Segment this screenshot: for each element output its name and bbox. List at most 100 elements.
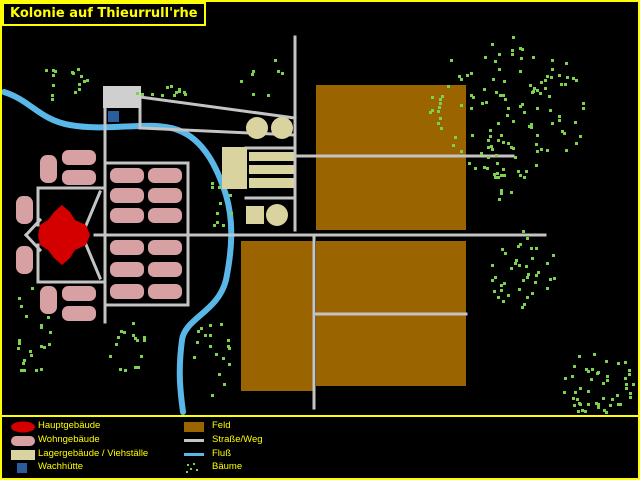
tree — [140, 355, 143, 358]
tree — [624, 377, 627, 380]
tree — [510, 146, 513, 149]
tree — [606, 375, 609, 378]
tree — [517, 170, 520, 173]
tree — [531, 257, 534, 260]
tree — [500, 134, 503, 137]
tree — [628, 369, 631, 372]
tree — [579, 403, 582, 406]
trees — [17, 36, 635, 414]
storage-barn — [249, 178, 294, 188]
silo — [266, 204, 288, 226]
tree — [183, 91, 186, 94]
tree — [494, 276, 497, 279]
tree — [552, 254, 555, 257]
tree — [548, 95, 551, 98]
tree — [511, 53, 514, 56]
tree — [437, 110, 440, 113]
tree — [52, 69, 55, 72]
tree — [558, 119, 561, 122]
residential-building — [62, 150, 96, 165]
tree — [522, 230, 525, 233]
tree — [587, 370, 590, 373]
legend-label: Wohngebäude — [38, 434, 100, 445]
tree — [495, 154, 498, 157]
tree — [597, 371, 600, 374]
tree — [582, 107, 585, 110]
tree — [605, 360, 608, 363]
tree — [575, 142, 578, 145]
tree — [616, 394, 619, 397]
tree — [52, 74, 55, 77]
tree — [134, 366, 137, 369]
tree — [582, 102, 585, 105]
residential-building — [16, 196, 33, 224]
tree — [502, 300, 505, 303]
tree — [529, 84, 532, 87]
road-diag-left-bottom — [23, 232, 43, 253]
tree — [518, 288, 521, 291]
tree — [551, 59, 554, 62]
tree — [560, 83, 563, 86]
tree — [619, 403, 622, 406]
tree — [497, 296, 500, 299]
tree — [230, 212, 233, 215]
tree — [564, 377, 567, 380]
tree — [498, 198, 501, 201]
tree — [528, 125, 531, 128]
tree — [485, 101, 488, 104]
tree — [483, 166, 486, 169]
tree — [537, 271, 540, 274]
blue-line-icon — [184, 453, 204, 456]
guard-hut — [108, 111, 119, 122]
tree — [510, 267, 513, 270]
tree — [123, 331, 126, 334]
tree — [489, 135, 492, 138]
tree — [494, 176, 497, 179]
legend-label: Lagergebäude / Viehställe — [38, 448, 149, 459]
tree — [521, 103, 524, 106]
tree — [45, 69, 48, 72]
grey-line-icon — [184, 439, 204, 442]
tree — [175, 91, 178, 94]
tree — [468, 162, 471, 165]
tree — [519, 243, 522, 246]
tree — [220, 323, 223, 326]
tree — [47, 316, 50, 319]
tree — [30, 354, 33, 357]
tree — [534, 281, 537, 284]
tree — [252, 70, 255, 73]
tree — [213, 224, 216, 227]
tree — [109, 355, 112, 358]
tree — [500, 284, 503, 287]
tree — [551, 122, 554, 125]
storage-barn — [249, 165, 294, 174]
residential-buildings — [16, 150, 182, 321]
tree — [507, 107, 510, 110]
residential-building — [148, 188, 182, 203]
residential-building — [62, 286, 96, 301]
tree — [441, 95, 444, 98]
tree — [502, 141, 505, 144]
legend-divider — [2, 415, 638, 417]
tree — [460, 104, 463, 107]
tree — [429, 111, 432, 114]
tree — [510, 191, 513, 194]
tree — [526, 296, 529, 299]
tree — [134, 337, 137, 340]
tree — [439, 102, 442, 105]
storage-barn-large — [222, 147, 247, 189]
tree — [565, 149, 568, 152]
tree — [117, 336, 120, 339]
tree — [18, 297, 21, 300]
residential-building — [148, 208, 182, 223]
tree — [193, 356, 196, 359]
tree — [573, 365, 576, 368]
tree — [141, 93, 144, 96]
tree — [579, 135, 582, 138]
guard-hut-compound — [103, 86, 141, 108]
tree — [487, 156, 490, 159]
tree — [83, 80, 86, 83]
red-ellipse-icon — [11, 421, 35, 433]
tree — [196, 341, 199, 344]
tree — [558, 74, 561, 77]
